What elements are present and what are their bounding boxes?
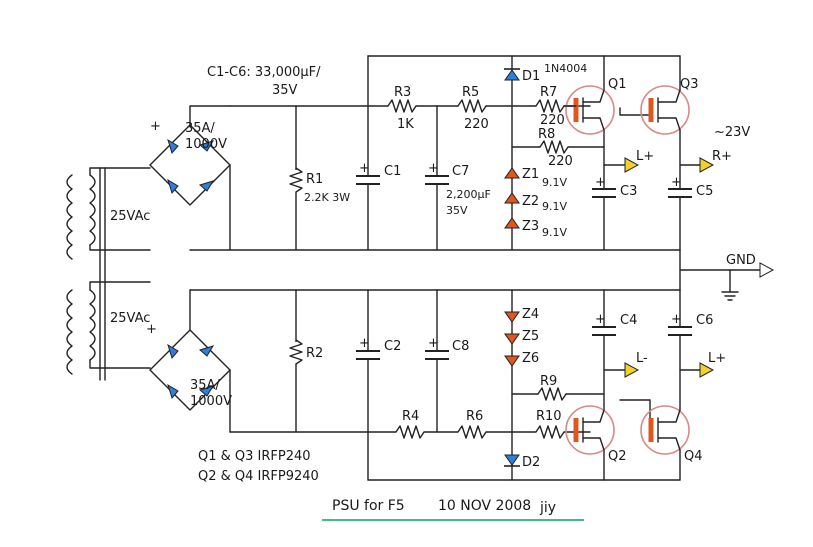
c4-label: C4 <box>620 313 637 328</box>
q2 <box>565 405 615 455</box>
transformer: 25VAc 25VAc <box>66 167 151 381</box>
z3-value: 9.1V <box>542 226 567 239</box>
r1-value: 2.2K 3W <box>304 191 350 204</box>
r8-value: 220 <box>548 154 573 169</box>
capacitors: + + + + + + + + <box>355 161 693 360</box>
mosfets <box>563 85 690 455</box>
z2-label: Z2 <box>522 194 539 209</box>
r9-label: R9 <box>540 374 557 389</box>
fet-note-1: Q1 & Q3 IRFP240 <box>198 449 311 464</box>
transformer-bottom-label: 25VAc <box>110 311 150 326</box>
r7-label: R7 <box>540 85 557 100</box>
r6-label: R6 <box>466 409 483 424</box>
r3-value: 1K <box>397 117 414 132</box>
q3 <box>640 85 690 135</box>
c1-label: C1 <box>384 164 401 179</box>
diodes <box>504 68 520 467</box>
svg-text:+: + <box>359 161 370 176</box>
z6-label: Z6 <box>522 351 539 366</box>
r3-label: R3 <box>394 85 411 100</box>
d2-label: D2 <box>522 455 540 470</box>
svg-text:+: + <box>428 161 439 176</box>
svg-text:+: + <box>359 336 370 351</box>
bridge-bottom-rating2: 1000V <box>190 394 232 409</box>
fet-note-2: Q2 & Q4 IRFP9240 <box>198 469 319 484</box>
c3-label: C3 <box>620 184 637 199</box>
r2-label: R2 <box>306 346 323 361</box>
date: 10 NOV 2008 <box>438 498 531 514</box>
terminals <box>603 157 775 378</box>
z1-value: 9.1V <box>542 176 567 189</box>
z3-label: Z3 <box>522 219 539 234</box>
c7-voltage: 35V <box>446 204 468 217</box>
d1-label: D1 <box>522 69 540 84</box>
c7-value: 2,200µF <box>446 188 491 201</box>
svg-text:+: + <box>150 119 161 134</box>
q4 <box>640 405 690 455</box>
z1-label: Z1 <box>522 167 539 182</box>
bridge-top: + 35A/ 1000V <box>149 105 231 251</box>
wiring-bottom <box>189 249 761 481</box>
out-lplus-top: L+ <box>636 149 654 164</box>
bridge-top-rating: 35A/ <box>185 121 215 136</box>
labels: C1-C6: 33,000µF/ 35V ~23V R1 2.2K 3W R2 … <box>198 62 756 521</box>
z5-label: Z5 <box>522 329 539 344</box>
c8-label: C8 <box>452 339 469 354</box>
svg-text:+: + <box>428 336 439 351</box>
out-gnd: GND <box>726 253 756 268</box>
svg-text:+: + <box>595 175 606 190</box>
q2-label: Q2 <box>608 449 627 464</box>
r10-label: R10 <box>536 409 562 424</box>
r8-label: R8 <box>538 127 555 142</box>
svg-text:+: + <box>146 322 157 337</box>
bridge-top-rating2: 1000V <box>185 137 227 152</box>
svg-text:+: + <box>595 312 606 327</box>
r5-label: R5 <box>462 85 479 100</box>
transformer-top-label: 25VAc <box>110 209 150 224</box>
c5-label: C5 <box>696 184 713 199</box>
z4-label: Z4 <box>522 307 539 322</box>
out-rplus: R+ <box>712 149 732 164</box>
r5-value: 220 <box>464 117 489 132</box>
d1-value: 1N4004 <box>544 62 587 75</box>
out-lminus: L- <box>636 351 648 366</box>
q3-label: Q3 <box>680 77 699 92</box>
wiring-top <box>189 55 681 251</box>
caps-note: C1-C6: 33,000µF/ <box>207 65 321 80</box>
svg-text:+: + <box>671 175 682 190</box>
r7-value: 220 <box>540 113 565 128</box>
c6-label: C6 <box>696 313 713 328</box>
bridge-bottom-rating: 35A/ <box>190 378 220 393</box>
svg-text:+: + <box>671 312 682 327</box>
out-lplus-bottom: L+ <box>708 351 726 366</box>
caps-voltage: 35V <box>272 83 298 98</box>
bridge-bottom: + 35A/ 1000V <box>146 289 232 433</box>
r4-label: R4 <box>402 409 419 424</box>
title: PSU for F5 <box>332 498 405 514</box>
c2-label: C2 <box>384 339 401 354</box>
c7-label: C7 <box>452 164 469 179</box>
z2-value: 9.1V <box>542 200 567 213</box>
resistors <box>288 99 569 439</box>
signature: jiy <box>539 500 556 516</box>
voltage-note: ~23V <box>714 125 750 140</box>
q1-label: Q1 <box>608 77 627 92</box>
q4-label: Q4 <box>684 449 703 464</box>
r1-label: R1 <box>306 172 323 187</box>
q1 <box>563 85 615 135</box>
